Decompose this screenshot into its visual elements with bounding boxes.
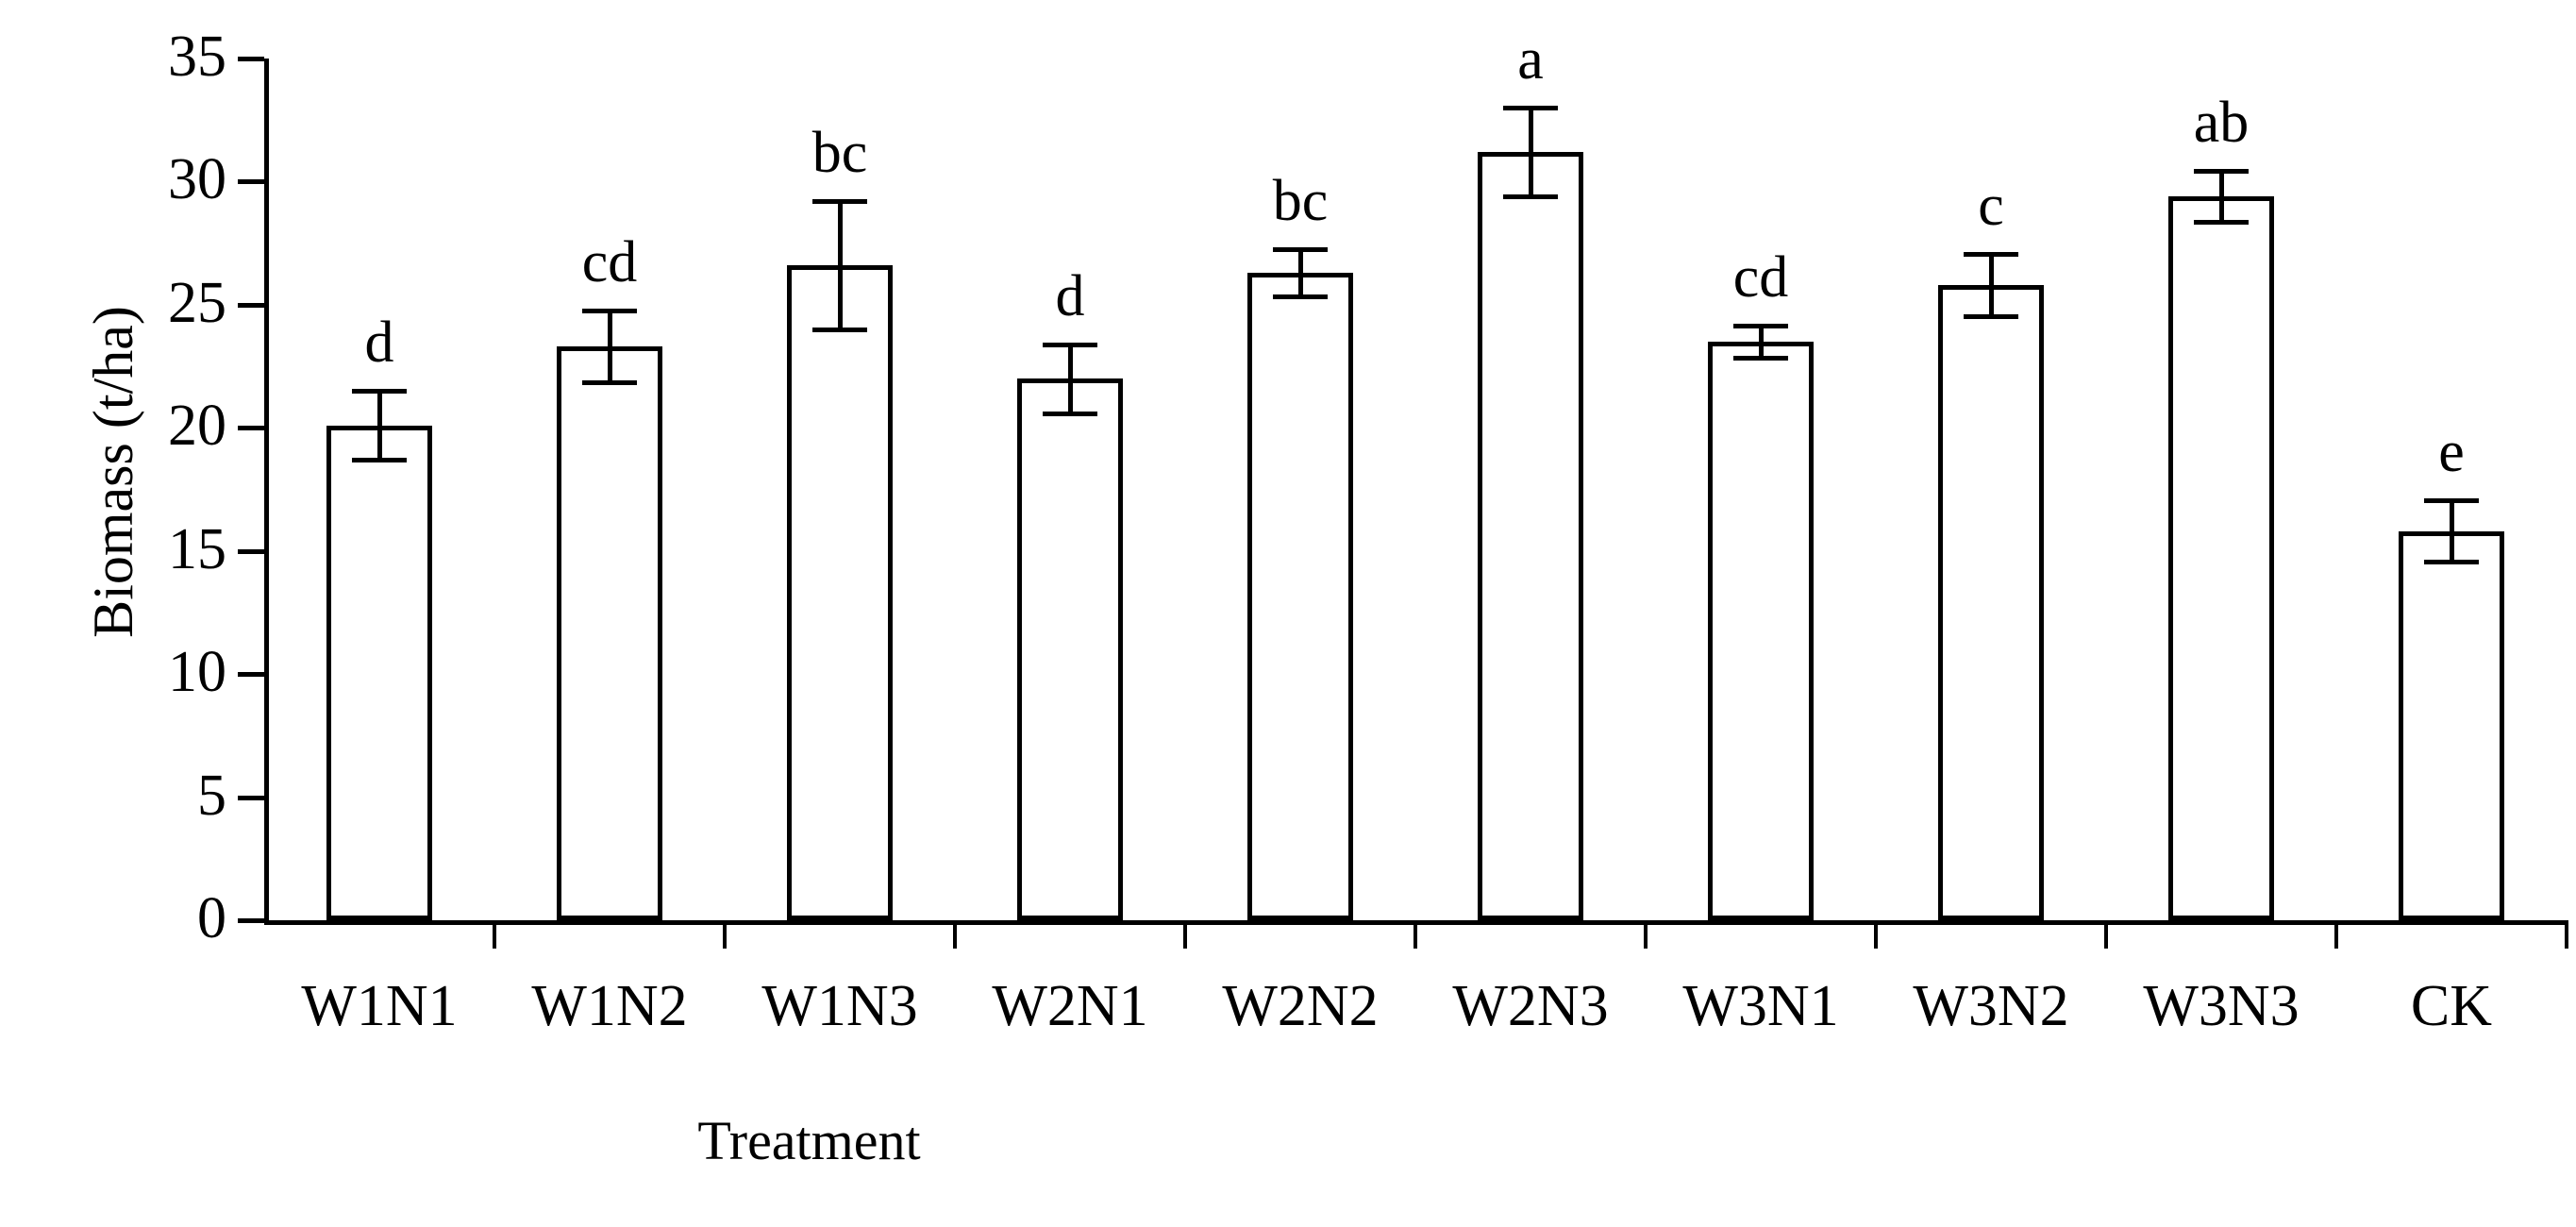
bar bbox=[1707, 341, 1815, 920]
error-bar bbox=[1529, 108, 1533, 197]
significance-letter: d bbox=[364, 311, 394, 376]
y-axis-tick bbox=[238, 426, 264, 431]
y-axis-tick bbox=[238, 57, 264, 61]
significance-letter: d bbox=[1055, 263, 1085, 328]
error-bar-cap-upper bbox=[1963, 252, 2019, 258]
y-axis-tick-label: 35 bbox=[168, 25, 226, 89]
error-bar-cap-lower bbox=[1502, 194, 1559, 200]
error-bar bbox=[1759, 326, 1764, 358]
error-bar-cap-lower bbox=[1732, 355, 1789, 361]
y-axis-line bbox=[264, 59, 269, 920]
bar bbox=[786, 265, 894, 920]
x-axis-category-label: W2N3 bbox=[1452, 974, 1609, 1038]
error-bar-cap-lower bbox=[1963, 313, 2019, 319]
error-bar-cap-lower bbox=[2423, 560, 2480, 565]
x-axis-tick bbox=[2334, 920, 2338, 949]
x-axis-category-label: W3N3 bbox=[2143, 974, 2300, 1038]
error-bar-cap-upper bbox=[1042, 342, 1098, 347]
x-axis-category-label: W3N1 bbox=[1682, 974, 1839, 1038]
x-axis-tick bbox=[953, 920, 957, 949]
error-bar-cap-upper bbox=[2423, 498, 2480, 504]
x-axis-title: Treatment bbox=[697, 1110, 921, 1171]
bar bbox=[556, 346, 663, 920]
y-axis-tick bbox=[238, 918, 264, 923]
significance-letter: bc bbox=[1272, 169, 1329, 234]
y-axis-tick bbox=[238, 302, 264, 308]
bar bbox=[1477, 152, 1584, 920]
x-axis-tick bbox=[2104, 920, 2108, 949]
error-bar-cap-lower bbox=[811, 327, 868, 332]
significance-letter: bc bbox=[811, 121, 868, 186]
x-axis-category-label: W2N1 bbox=[992, 974, 1148, 1038]
error-bar-cap-upper bbox=[351, 389, 408, 395]
y-axis-tick-label: 10 bbox=[168, 640, 226, 705]
x-axis-tick bbox=[2565, 920, 2568, 949]
significance-letter: e bbox=[2438, 420, 2465, 485]
significance-letter: ab bbox=[2193, 90, 2250, 155]
error-bar-cap-upper bbox=[811, 199, 868, 205]
plot-area: d cd bc d bc a cd c ab e bbox=[238, 30, 2568, 949]
error-bar-cap-upper bbox=[1272, 247, 1329, 253]
error-bar-cap-upper bbox=[1502, 106, 1559, 111]
y-axis-tick-label: 25 bbox=[168, 270, 226, 335]
significance-letter: a bbox=[1517, 27, 1544, 92]
error-bar bbox=[1298, 249, 1303, 296]
bar bbox=[326, 425, 433, 920]
bar bbox=[1937, 284, 2045, 920]
significance-letter: cd bbox=[581, 230, 638, 295]
error-bar bbox=[2450, 500, 2454, 563]
error-bar bbox=[377, 391, 382, 461]
x-axis-tick bbox=[493, 920, 496, 949]
x-axis-tick bbox=[1644, 920, 1648, 949]
error-bar-cap-lower bbox=[581, 380, 638, 386]
error-bar-cap-lower bbox=[2193, 220, 2250, 226]
y-axis-tick-label: 5 bbox=[197, 763, 226, 828]
x-axis-category-label: CK bbox=[2410, 974, 2493, 1038]
bar bbox=[1016, 378, 1124, 920]
x-axis-tick bbox=[1413, 920, 1417, 949]
error-bar bbox=[1068, 344, 1073, 413]
error-bar-cap-upper bbox=[581, 309, 638, 314]
significance-letter: cd bbox=[1732, 245, 1789, 311]
x-axis-tick bbox=[1874, 920, 1878, 949]
error-bar bbox=[838, 201, 843, 329]
error-bar bbox=[1989, 254, 1994, 316]
x-axis-tick bbox=[723, 920, 727, 949]
x-axis-category-label: W1N2 bbox=[531, 974, 688, 1038]
x-axis-category-label: W3N2 bbox=[1913, 974, 2069, 1038]
bar bbox=[1246, 272, 1354, 920]
error-bar-cap-upper bbox=[1732, 324, 1789, 329]
y-axis-tick-label: 20 bbox=[168, 394, 226, 459]
error-bar-cap-lower bbox=[1272, 294, 1329, 299]
error-bar bbox=[608, 311, 612, 383]
x-axis-tick bbox=[1183, 920, 1187, 949]
y-axis-tick-label: 15 bbox=[168, 516, 226, 581]
bar bbox=[2398, 530, 2505, 920]
error-bar bbox=[2219, 170, 2224, 223]
error-bar-cap-upper bbox=[2193, 168, 2250, 174]
error-bar-cap-lower bbox=[1042, 411, 1098, 416]
y-axis-tick bbox=[238, 548, 264, 554]
error-bar-cap-lower bbox=[351, 458, 408, 463]
y-axis-tick bbox=[238, 795, 264, 800]
y-axis-tick bbox=[238, 179, 264, 185]
y-axis-tick-label: 30 bbox=[168, 147, 226, 212]
y-axis-tick bbox=[238, 672, 264, 678]
x-axis-category-label: W1N1 bbox=[301, 974, 458, 1038]
significance-letter: c bbox=[1978, 174, 2004, 239]
y-axis-tick-label: 0 bbox=[197, 886, 226, 950]
bar bbox=[2167, 196, 2275, 920]
x-axis-category-label: W1N3 bbox=[761, 974, 918, 1038]
x-axis-category-label: W2N2 bbox=[1222, 974, 1379, 1038]
